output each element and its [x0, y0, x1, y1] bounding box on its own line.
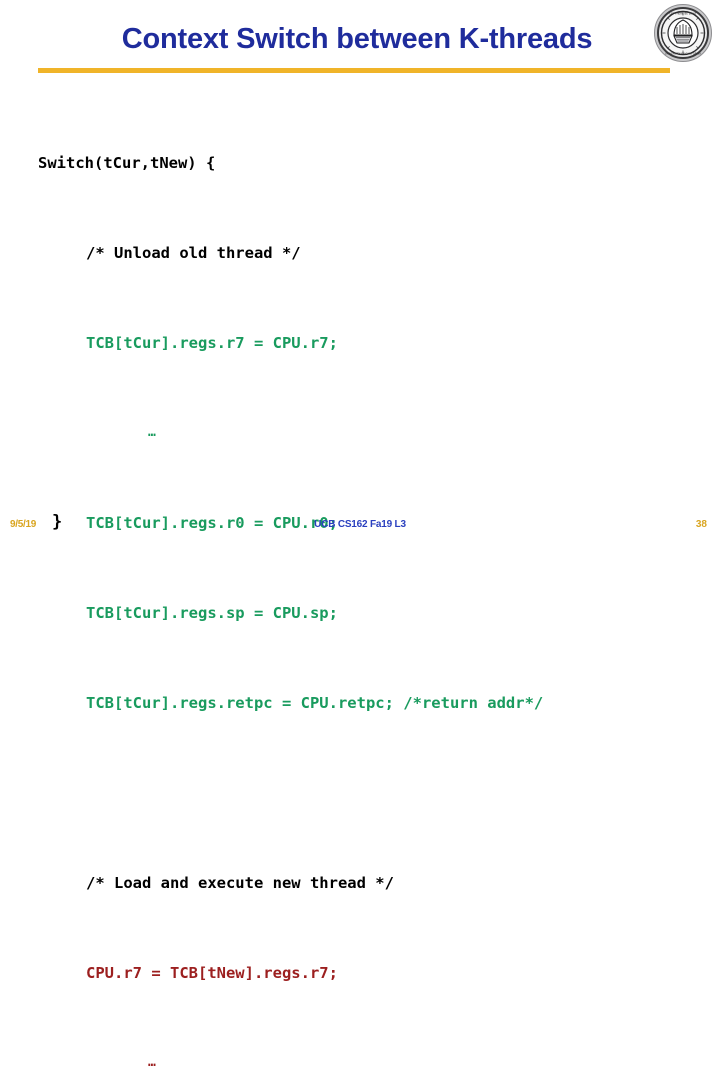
- code-line: CPU.r7 = TCB[tNew].regs.r7;: [86, 964, 338, 982]
- footer-course-label: UCB CS162 Fa19 L3: [0, 519, 720, 530]
- footer-date: 9/5/19: [10, 519, 37, 530]
- footer-page-number: 38: [695, 519, 707, 530]
- title-divider-rule: [38, 68, 670, 73]
- code-line: TCB[tCur].regs.r7 = CPU.r7;: [86, 334, 338, 352]
- uc-berkeley-seal-icon: LET THERE BE LIGHT UNIVERSITY OF CALIFOR…: [653, 3, 713, 63]
- slide-canvas: Context Switch between K-threads LET THE…: [0, 3, 720, 1070]
- code-closing-brace: }: [52, 512, 63, 532]
- code-line: /* Unload old thread */: [86, 244, 301, 262]
- code-line: Switch(tCur,tNew) {: [38, 154, 216, 172]
- code-line: TCB[tCur].regs.sp = CPU.sp;: [86, 604, 338, 622]
- svg-text:LET THERE BE LIGHT: LET THERE BE LIGHT: [670, 12, 697, 16]
- footer-course-text: UCB CS162 Fa19 L3: [314, 519, 406, 530]
- title-block: Context Switch between K-threads: [0, 22, 720, 56]
- code-line-blank: [38, 778, 698, 808]
- code-line-ellipsis: …: [148, 1055, 157, 1070]
- code-line-ellipsis: …: [148, 425, 157, 440]
- code-line: /* Load and execute new thread */: [86, 874, 394, 892]
- svg-text:UNIVERSITY OF CALIFORNIA: UNIVERSITY OF CALIFORNIA: [665, 51, 701, 55]
- page-title: Context Switch between K-threads: [121, 23, 593, 55]
- code-block: Switch(tCur,tNew) { /* Unload old thread…: [38, 88, 698, 1080]
- code-line: TCB[tCur].regs.retpc = CPU.retpc; /*retu…: [86, 694, 544, 712]
- code-line: TCB[tCur].regs.r0 = CPU.r0;: [86, 514, 338, 532]
